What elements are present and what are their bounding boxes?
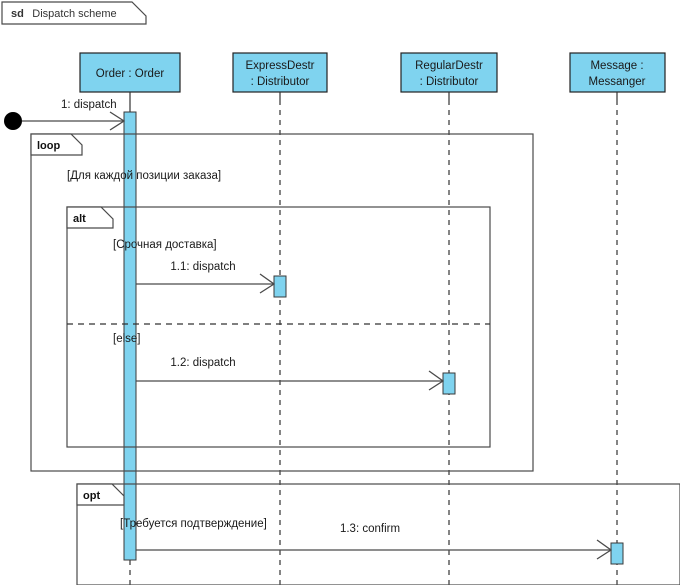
- activation-bar-regular[interactable]: [442, 372, 456, 395]
- lifeline-label-order-line1: Order : Order: [96, 68, 165, 80]
- start-dot-icon: [4, 112, 22, 130]
- frame-title-tab: sd Dispatch scheme: [1, 1, 147, 25]
- fragment-alt-guard: [Срочная доставка]: [113, 239, 217, 251]
- start-point[interactable]: [4, 112, 22, 130]
- message-1-dispatch[interactable]: 1: dispatch: [22, 99, 126, 131]
- lifeline-regular-destr[interactable]: RegularDestr : Distributor: [400, 52, 498, 585]
- activation-bar-message[interactable]: [610, 542, 624, 565]
- message-1-2-dispatch[interactable]: 1.2: dispatch: [136, 357, 445, 391]
- fragment-alt-tab: [66, 206, 114, 229]
- lifeline-head-express-destr[interactable]: [232, 52, 328, 93]
- frame-name: Dispatch scheme: [32, 8, 116, 20]
- arrow-head-1-2: [428, 370, 445, 391]
- lifeline-head-order[interactable]: [79, 52, 181, 93]
- message-1-1-dispatch[interactable]: 1.1: dispatch: [136, 261, 276, 294]
- fragment-loop-border: [30, 133, 534, 472]
- fragment-alt[interactable]: alt [Срочная доставка] [else]: [66, 206, 491, 448]
- arrow-head-1-3: [596, 539, 613, 560]
- lifeline-label-regular-line2: : Distributor: [420, 76, 479, 88]
- lifeline-label-regular-line1: RegularDestr: [415, 60, 483, 72]
- fragment-alt-border: [66, 206, 491, 448]
- frame-keyword: sd: [11, 8, 24, 20]
- arrow-head-1: [109, 111, 126, 131]
- fragment-opt-border: [76, 483, 680, 585]
- fragment-loop[interactable]: loop [Для каждой позиции заказа]: [30, 133, 534, 472]
- message-1-3-confirm[interactable]: 1.3: confirm: [136, 523, 613, 560]
- lifeline-label-express-line1: ExpressDestr: [245, 60, 314, 72]
- fragment-alt-keyword: alt: [73, 213, 86, 225]
- lifeline-label-message-line1: Message :: [590, 60, 643, 72]
- fragment-loop-tab: [30, 133, 83, 156]
- fragment-opt[interactable]: opt [Требуется подтверждение]: [76, 483, 680, 585]
- fragment-opt-guard: [Требуется подтверждение]: [120, 518, 267, 530]
- message-label-1-dispatch: 1: dispatch: [61, 99, 117, 111]
- activation-bar-express[interactable]: [273, 275, 287, 298]
- lifeline-message[interactable]: Message : Messanger: [569, 52, 666, 585]
- fragment-opt-keyword: opt: [83, 490, 100, 502]
- fragment-loop-keyword: loop: [37, 140, 60, 152]
- fragment-loop-guard: [Для каждой позиции заказа]: [67, 170, 221, 182]
- lifeline-express-destr[interactable]: ExpressDestr : Distributor: [232, 52, 328, 585]
- message-label-1-2-dispatch: 1.2: dispatch: [170, 357, 235, 369]
- svg-text:sd Dispatch scheme: sd Dispatch scheme: [11, 4, 117, 21]
- message-label-1-3-confirm: 1.3: confirm: [340, 523, 400, 535]
- message-label-1-1-dispatch: 1.1: dispatch: [170, 261, 235, 273]
- fragment-alt-else-guard: [else]: [113, 333, 141, 345]
- lifeline-order[interactable]: Order : Order: [79, 52, 181, 585]
- lifeline-label-express-line2: : Distributor: [251, 76, 310, 88]
- fragment-opt-tab: [76, 483, 125, 506]
- activation-bar-order[interactable]: [123, 111, 137, 561]
- arrow-head-1-1: [259, 273, 276, 294]
- lifeline-head-message[interactable]: [569, 52, 666, 93]
- lifeline-label-message-line2: Messanger: [589, 76, 646, 88]
